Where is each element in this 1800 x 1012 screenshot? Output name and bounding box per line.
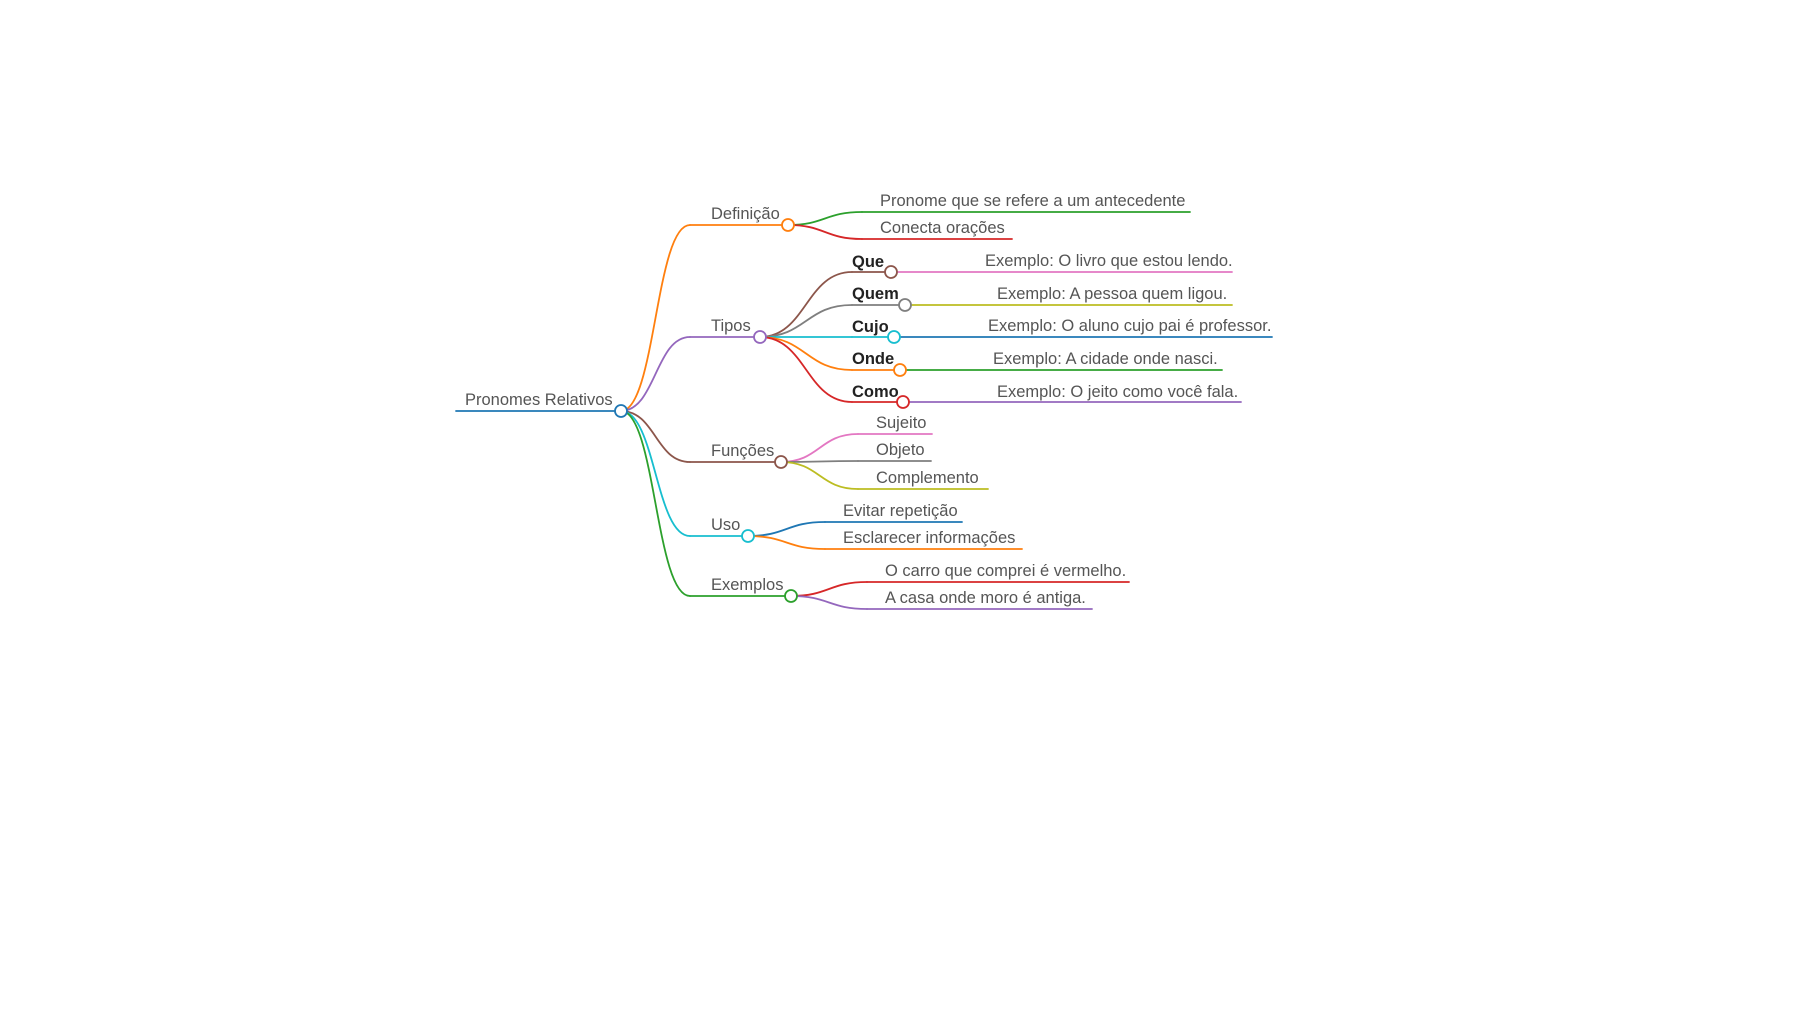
type-connector-1 [759, 304, 853, 338]
type-node-1[interactable] [898, 298, 912, 312]
type-example-0: Exemplo: O livro que estou lendo. [985, 252, 1233, 270]
leaf-label-3-0: Evitar repetição [843, 502, 958, 520]
leaf-label-0-0: Pronome que se refere a um antecedente [880, 192, 1185, 210]
leaf-connector-3-0 [747, 521, 826, 537]
branch-node-4[interactable] [784, 589, 798, 603]
branch-connector-0 [620, 224, 691, 412]
branch-connector-4 [620, 410, 691, 597]
branch-label-4: Exemplos [711, 576, 783, 594]
branch-label-2: Funções [711, 442, 774, 460]
mindmap-nodes: Pronomes Relativos Definição Pronome que s… [465, 192, 1271, 607]
branch-label-0: Definição [711, 205, 780, 223]
leaf-connector-2-1 [780, 460, 859, 463]
type-node-4[interactable] [896, 395, 910, 409]
leaf-label-2-0: Sujeito [876, 414, 926, 432]
type-connector-0 [759, 271, 853, 338]
type-example-1: Exemplo: A pessoa quem ligou. [997, 285, 1227, 303]
type-example-2: Exemplo: O aluno cujo pai é professor. [988, 317, 1271, 335]
type-label-1: Quem [852, 285, 899, 303]
leaf-label-2-1: Objeto [876, 441, 925, 459]
leaf-label-4-1: A casa onde moro é antiga. [885, 589, 1086, 607]
leaf-label-2-2: Complemento [876, 469, 979, 487]
type-node-3[interactable] [893, 363, 907, 377]
leaf-label-3-1: Esclarecer informações [843, 529, 1015, 547]
leaf-connector-4-0 [790, 581, 868, 597]
type-connector-4 [759, 336, 853, 403]
type-label-2: Cujo [852, 318, 889, 336]
root-label: Pronomes Relativos [465, 391, 613, 409]
leaf-label-4-0: O carro que comprei é vermelho. [885, 562, 1126, 580]
leaf-connector-3-1 [747, 535, 826, 550]
branch-connector-3 [620, 410, 691, 537]
branch-connector-2 [620, 410, 691, 463]
branch-node-1[interactable] [753, 330, 767, 344]
branch-node-2[interactable] [774, 455, 788, 469]
branch-label-1: Tipos [711, 317, 751, 335]
type-label-0: Que [852, 253, 884, 271]
leaf-connector-4-1 [790, 595, 868, 610]
root-node[interactable] [614, 404, 628, 418]
type-connector-3 [759, 336, 853, 371]
branch-node-3[interactable] [741, 529, 755, 543]
type-label-4: Como [852, 383, 899, 401]
type-example-3: Exemplo: A cidade onde nasci. [993, 350, 1218, 368]
leaf-connector-2-2 [780, 461, 859, 490]
leaf-connector-2-0 [780, 433, 859, 463]
type-label-3: Onde [852, 350, 894, 368]
branch-connector-1 [620, 336, 691, 412]
branch-node-0[interactable] [781, 218, 795, 232]
type-node-2[interactable] [887, 330, 901, 344]
branch-label-3: Uso [711, 516, 740, 534]
type-node-0[interactable] [884, 265, 898, 279]
type-example-4: Exemplo: O jeito como você fala. [997, 383, 1238, 401]
mindmap-edges [455, 211, 1273, 610]
leaf-connector-0-1 [787, 224, 863, 240]
leaf-connector-0-0 [787, 211, 863, 226]
leaf-label-0-1: Conecta orações [880, 219, 1005, 237]
